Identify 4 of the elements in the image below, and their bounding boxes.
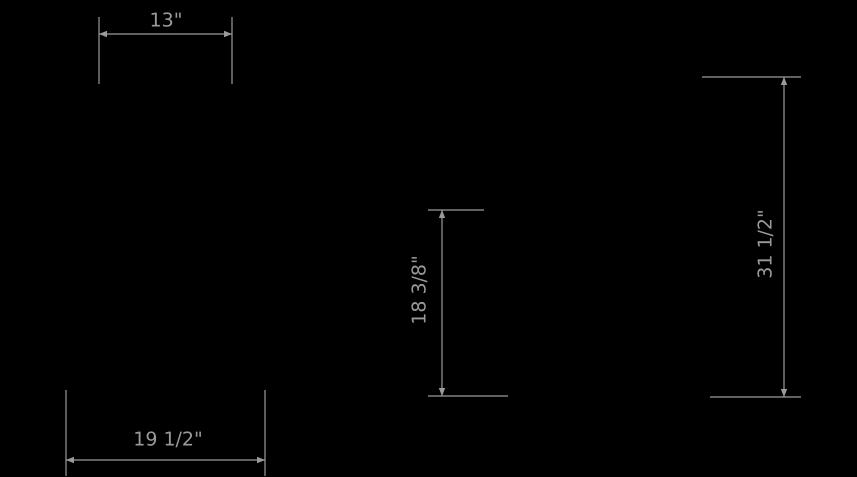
dimension-label: 18 3/8" <box>410 255 430 325</box>
dimension-label: 13" <box>150 12 182 30</box>
dimension-label: 19 1/2" <box>133 430 203 450</box>
dimension-label: 31 1/2" <box>756 209 776 279</box>
